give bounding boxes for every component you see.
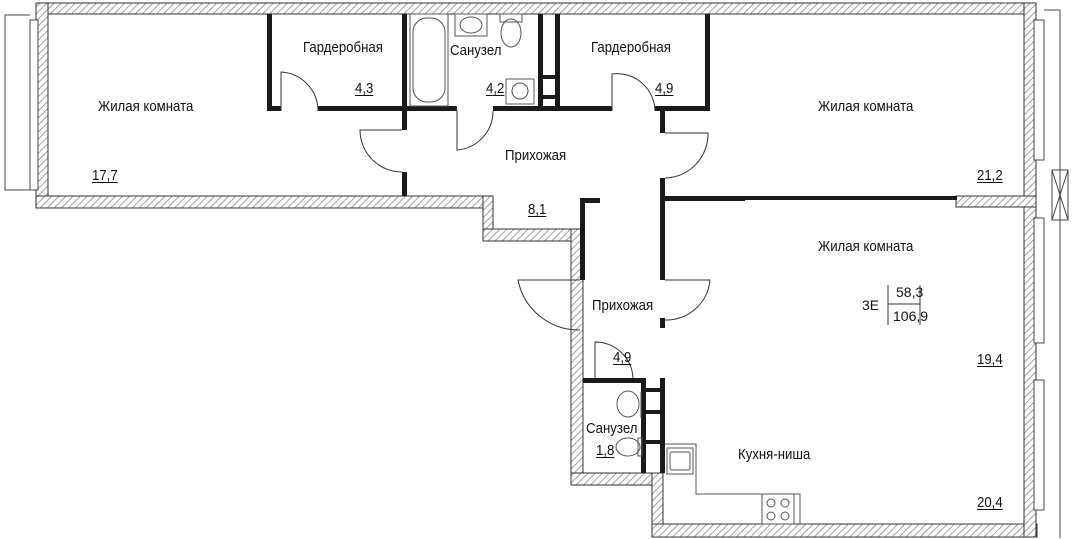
room-area-wardrobe-left: 4,3 bbox=[355, 80, 374, 97]
room-name-wardrobe-left: Гардеробная bbox=[303, 39, 383, 56]
toilet-lower-icon bbox=[615, 437, 641, 457]
room-name-wardrobe-right: Гардеробная bbox=[591, 39, 671, 56]
apartment-total-area: 106,9 bbox=[893, 308, 929, 324]
exterior-walls bbox=[35, 2, 1038, 538]
sink-lower-icon bbox=[616, 390, 640, 418]
stove-icon bbox=[761, 493, 795, 525]
partition-lines bbox=[35, 196, 584, 378]
kitchen-counter bbox=[665, 443, 801, 524]
doors bbox=[280, 71, 711, 379]
apartment-living-area: 58,3 bbox=[896, 284, 924, 300]
kitchen-sink-icon bbox=[666, 447, 694, 475]
room-area-hall-lower: 4,9 bbox=[613, 349, 632, 366]
room-name-hall-lower: Прихожая bbox=[592, 297, 654, 314]
room-name-kitchen: Кухня-ниша bbox=[738, 446, 811, 463]
washer-icon bbox=[505, 78, 535, 105]
balcony-outline bbox=[4, 9, 1061, 538]
interior-walls bbox=[267, 14, 957, 473]
bathtub-icon bbox=[409, 13, 449, 107]
room-name-living-lower: Жилая комната bbox=[818, 238, 914, 255]
room-name-living-right: Жилая комната bbox=[818, 98, 914, 115]
room-area-wardrobe-right: 4,9 bbox=[655, 80, 674, 97]
room-area-bath-lower: 1,8 bbox=[596, 442, 615, 459]
sink-icon bbox=[454, 13, 488, 37]
room-name-bath-top: Санузел bbox=[450, 42, 502, 59]
room-name-living-left: Жилая комната bbox=[98, 98, 194, 115]
room-area-living-right: 21,2 bbox=[977, 167, 1003, 184]
room-area-bath-top: 4,2 bbox=[486, 80, 505, 97]
apartment-badge-frame bbox=[887, 285, 921, 325]
room-name-hall-top: Прихожая bbox=[505, 147, 567, 164]
room-name-bath-lower: Санузел bbox=[586, 420, 638, 437]
room-area-kitchen: 20,4 bbox=[977, 494, 1003, 511]
windows bbox=[29, 19, 1069, 511]
fixtures bbox=[409, 13, 801, 525]
room-area-living-left: 17,7 bbox=[92, 167, 118, 184]
room-area-living-lower: 19,4 bbox=[977, 351, 1003, 368]
toilet-icon bbox=[499, 13, 523, 23]
room-area-hall-top: 8,1 bbox=[528, 201, 547, 218]
apartment-rooms-code: 3Е bbox=[862, 297, 880, 313]
